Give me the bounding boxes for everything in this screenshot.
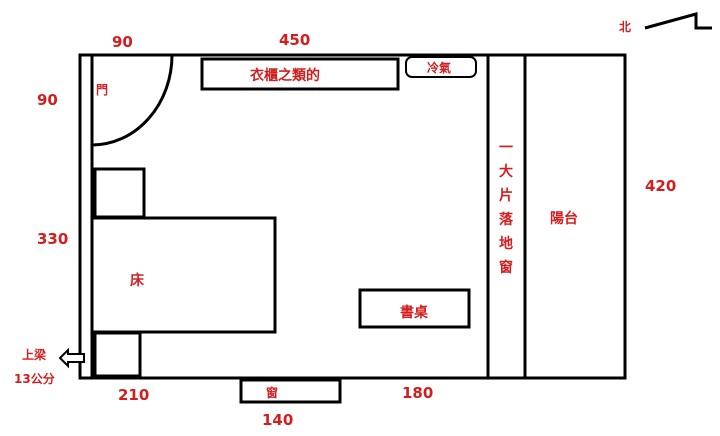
bottom-window [239, 378, 342, 404]
nightstand-top [93, 167, 146, 219]
dim-top-left: 90 [112, 33, 133, 51]
dim-left-middle: 330 [37, 230, 68, 248]
dim-left-top: 90 [37, 91, 58, 109]
label-french-window-char: 大 [499, 163, 513, 180]
dim-top-right: 450 [279, 31, 310, 49]
dim-bottom-left: 210 [118, 386, 149, 404]
label-french-window-char: 落 [499, 211, 514, 228]
label-wardrobe: 衣櫃之類的 [250, 67, 320, 84]
beam [78, 53, 94, 380]
label-french-window-char: 窗 [499, 259, 513, 276]
label-north: 北 [619, 19, 631, 34]
label-french-window-char: 片 [499, 187, 513, 204]
label-french-window-char: 地 [499, 235, 513, 252]
label-french-window-char: 一 [499, 140, 513, 156]
wardrobe [200, 57, 400, 91]
label-balcony: 陽台 [550, 210, 578, 227]
dim-bottom-window: 140 [262, 411, 293, 429]
label-beam-line2: 13公分 [14, 371, 55, 386]
desk [358, 288, 471, 329]
label-desk: 書桌 [400, 304, 429, 321]
label-door: 門 [96, 83, 108, 97]
north-arrow-icon [644, 12, 712, 30]
dim-right: 420 [645, 177, 676, 195]
dim-bottom-right: 180 [402, 384, 433, 402]
beam-arrow-icon [58, 347, 85, 369]
bed [90, 216, 277, 334]
nightstand-bottom [93, 331, 142, 378]
label-bed: 床 [130, 272, 145, 289]
label-beam-line1: 上梁 [22, 347, 46, 362]
label-window: 窗 [266, 385, 278, 400]
label-ac: 冷氣 [427, 60, 451, 75]
door-swing [91, 54, 174, 147]
air-conditioner [405, 56, 477, 78]
